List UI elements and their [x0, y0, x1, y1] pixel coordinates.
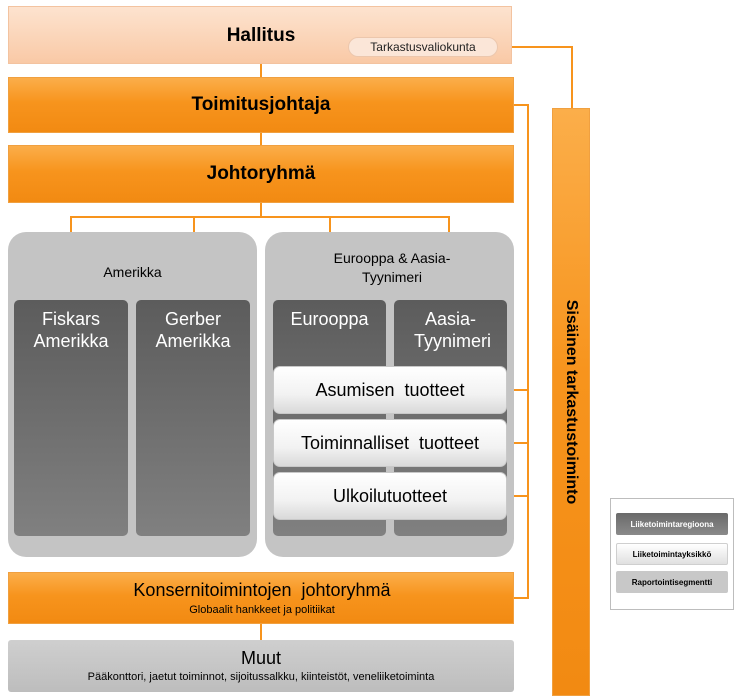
others-box: Muut Pääkonttori, jaetut toiminnot, sijo…: [8, 640, 514, 692]
segment-living: Asumisen tuotteet: [273, 366, 507, 414]
connector-segment-3: [507, 495, 529, 497]
unit-gerber-americas-label: Gerber Amerikka: [155, 309, 231, 351]
board-box: Hallitus Tarkastusvaliokunta: [8, 6, 512, 64]
group-functions-box: Konsernitoimintojen johtoryhmä Globaalit…: [8, 572, 514, 624]
unit-fiskars-americas: Fiskars Amerikka: [14, 300, 128, 536]
legend-item-business-unit: Liiketoimintayksikkö: [616, 543, 728, 565]
connector-segment-2: [507, 442, 529, 444]
connector-ceo-right: [513, 104, 529, 106]
board-title: Hallitus: [226, 25, 296, 46]
connector-ceo-management: [260, 133, 262, 145]
others-subtitle: Pääkonttori, jaetut toiminnot, sijoituss…: [87, 671, 435, 683]
unit-fiskars-americas-label: Fiskars Amerikka: [33, 309, 109, 351]
connector-regions-horizontal: [70, 216, 450, 218]
connector-segment-1: [507, 389, 529, 391]
internal-audit-box: Sisäinen tarkastustoiminto: [552, 108, 590, 696]
audit-committee-badge: Tarkastusvaliokunta: [348, 37, 498, 57]
legend-item-business-region: Liiketoimintaregioona: [616, 513, 728, 535]
group-functions-title: Konsernitoimintojen johtoryhmä: [133, 580, 391, 600]
connector-audit-committee: [497, 46, 572, 48]
ceo-box: Toimitusjohtaja: [8, 77, 514, 133]
internal-audit-label: Sisäinen tarkastustoiminto: [563, 299, 580, 505]
region-europe-asia-title: Eurooppa & Aasia-Tyynimeri: [333, 250, 451, 285]
legend-item-reporting-segment: Raportointisegmentti: [616, 571, 728, 593]
unit-asia-pacific-label: Aasia-Tyynimeri: [414, 309, 492, 351]
connector-group-others: [260, 624, 262, 640]
connector-group-functions-right: [513, 597, 529, 599]
connector-management-down: [260, 203, 262, 217]
group-functions-subtitle: Globaalit hankkeet ja politiikat: [189, 604, 335, 616]
others-title: Muut: [240, 648, 282, 668]
legend: Liiketoimintaregioona Liiketoimintayksik…: [610, 498, 734, 610]
segment-outdoor: Ulkoilutuotteet: [273, 472, 507, 520]
management-box: Johtoryhmä: [8, 145, 514, 203]
connector-audit-vertical: [571, 46, 573, 110]
region-americas-title: Amerikka: [103, 264, 162, 280]
segment-functional: Toiminnalliset tuotteet: [273, 419, 507, 467]
unit-gerber-americas: Gerber Amerikka: [136, 300, 250, 536]
connector-right-bus: [527, 104, 529, 598]
unit-europe-label: Eurooppa: [290, 309, 369, 329]
connector-board-ceo: [260, 63, 262, 77]
